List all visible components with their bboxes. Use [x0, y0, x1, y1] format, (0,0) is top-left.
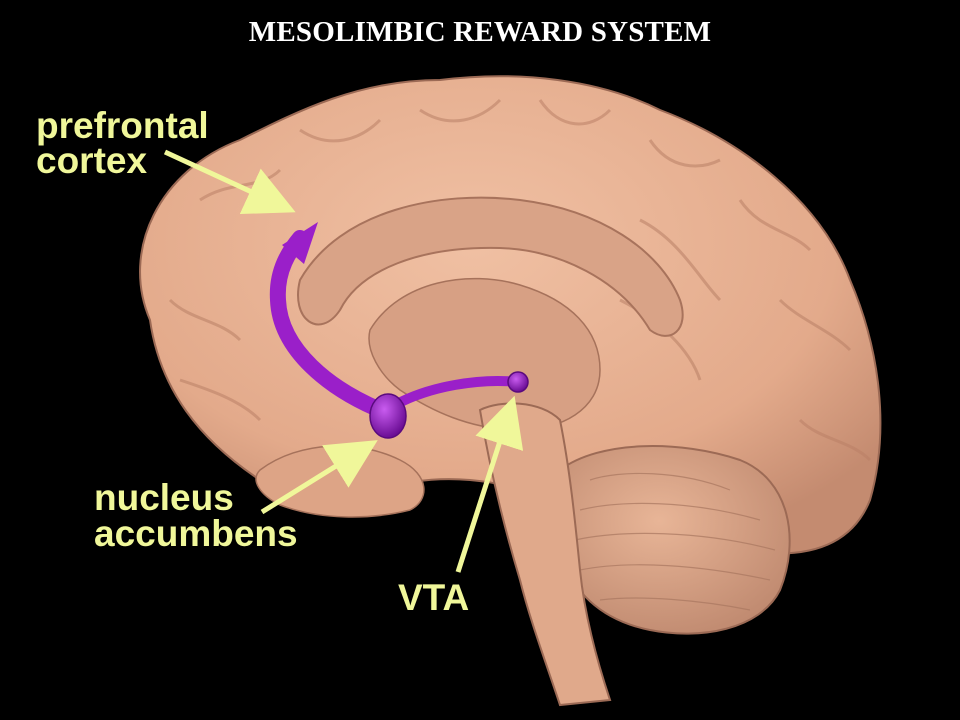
pathway-arrowhead [282, 222, 318, 264]
brainstem [478, 402, 612, 707]
label-vta: VTA [398, 577, 469, 618]
nucleus-accumbens-node [369, 393, 407, 439]
label-prefrontal-line1: prefrontal [36, 105, 209, 146]
label-nucleus-line1: nucleus [94, 477, 234, 518]
page-title: MESOLIMBIC REWARD SYSTEM [248, 16, 712, 48]
nucleus-pointer-arrow [260, 440, 378, 515]
pathway-to-prefrontal [269, 230, 393, 420]
prefrontal-pointer-arrow [163, 149, 296, 215]
corpus-callosum [297, 196, 684, 337]
vta-pointer-arrow [455, 395, 524, 573]
cerebellum [551, 445, 791, 635]
label-nucleus-line2: accumbens [94, 513, 298, 554]
vta-node [507, 371, 529, 393]
pathway-vta-to-accumbens [390, 375, 523, 410]
label-prefrontal-line2: cortex [36, 140, 147, 181]
